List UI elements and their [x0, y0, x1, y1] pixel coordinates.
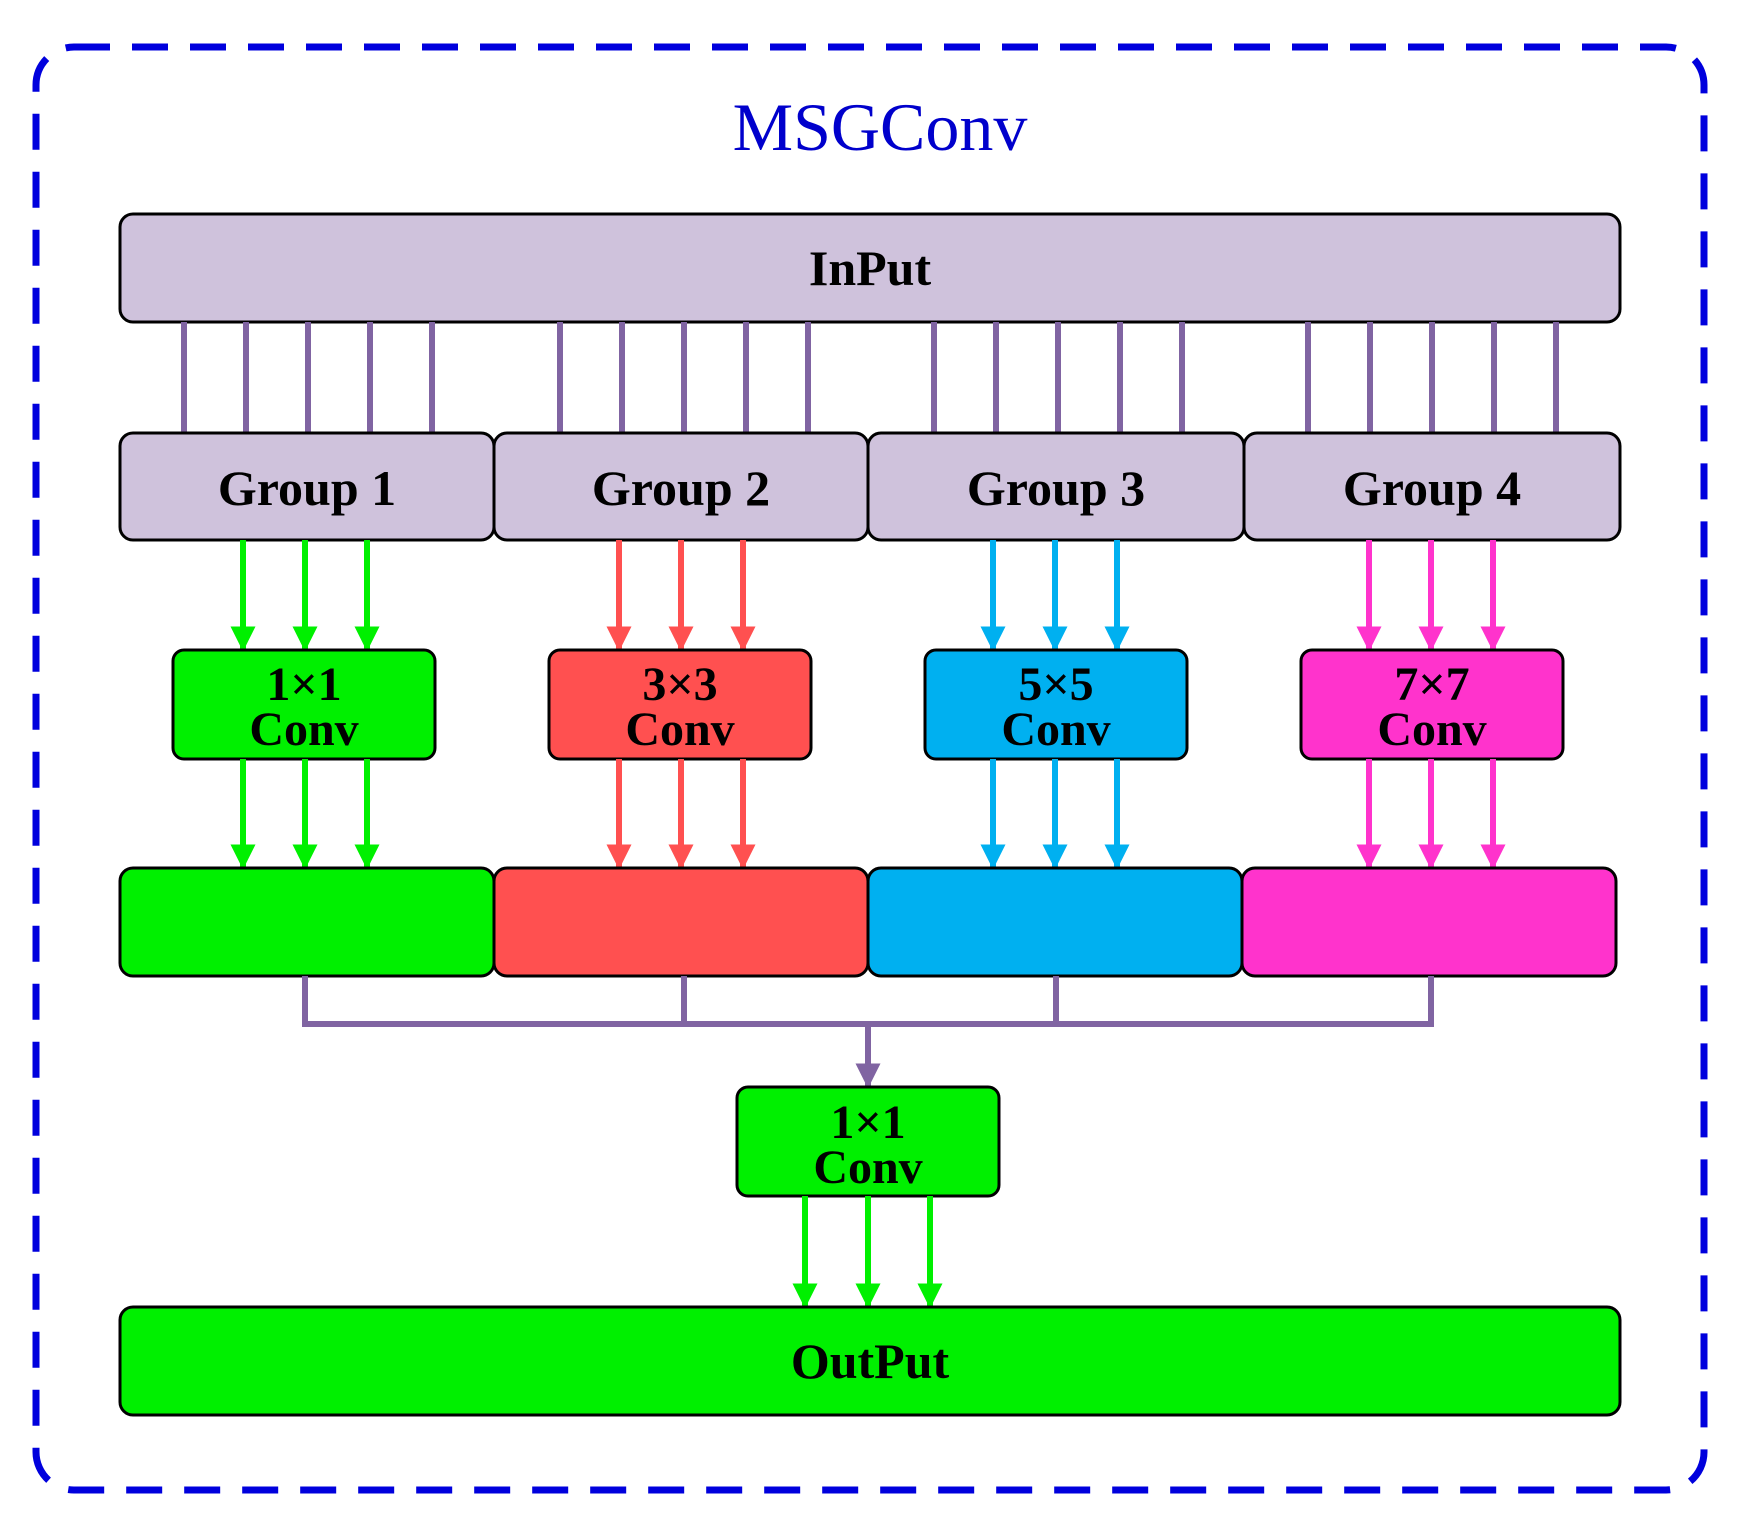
input-label: InPut	[809, 240, 932, 296]
concat-connector	[302, 976, 1434, 1089]
group-1-label: Group 1	[218, 460, 396, 516]
feature-block-3	[866, 866, 1244, 978]
conv-block-1: 1×1 Conv	[171, 648, 437, 761]
group-block-2: Group 2	[492, 431, 870, 542]
group-block-4: Group 4	[1242, 431, 1622, 542]
output-block	[118, 1305, 1622, 1417]
group-3-label: Group 3	[967, 460, 1145, 516]
conv-2-kernel: 3×3	[642, 658, 717, 711]
group-2-label: Group 2	[592, 460, 770, 516]
conv-block-2: 3×3 Conv	[547, 648, 813, 761]
conv-3-kernel: 5×5	[1018, 658, 1093, 711]
group-block-3: Group 3	[866, 431, 1246, 542]
final-conv-block: 1×1 Conv	[735, 1085, 1001, 1198]
conv-4-kernel: 7×7	[1394, 658, 1469, 711]
conv-1-kernel: 1×1	[266, 658, 341, 711]
conv-2-label: Conv	[625, 703, 734, 756]
output-label: OutPut	[791, 1333, 950, 1389]
feature-block-1	[118, 866, 496, 978]
feature-block-2	[492, 866, 870, 978]
final-conv-kernel: 1×1	[830, 1096, 905, 1149]
conv-4-label: Conv	[1377, 703, 1486, 756]
module-frame	[32, 43, 1708, 1494]
final-conv-label: Conv	[813, 1141, 922, 1194]
conv-block-4: 7×7 Conv	[1299, 648, 1565, 761]
conv-block-3: 5×5 Conv	[923, 648, 1189, 761]
conv-to-feature-arrows	[230, 759, 1506, 870]
input-block	[118, 212, 1622, 324]
conv-3-label: Conv	[1001, 703, 1110, 756]
group-4-label: Group 4	[1343, 460, 1521, 516]
feature-block-4	[1240, 866, 1618, 978]
group-to-conv-arrows	[230, 540, 1506, 652]
input-channel-lines	[181, 322, 1559, 433]
conv-to-output-arrows	[792, 1196, 943, 1309]
module-title: MSGConv	[733, 89, 1028, 165]
group-block-1: Group 1	[118, 431, 496, 542]
conv-1-label: Conv	[249, 703, 358, 756]
